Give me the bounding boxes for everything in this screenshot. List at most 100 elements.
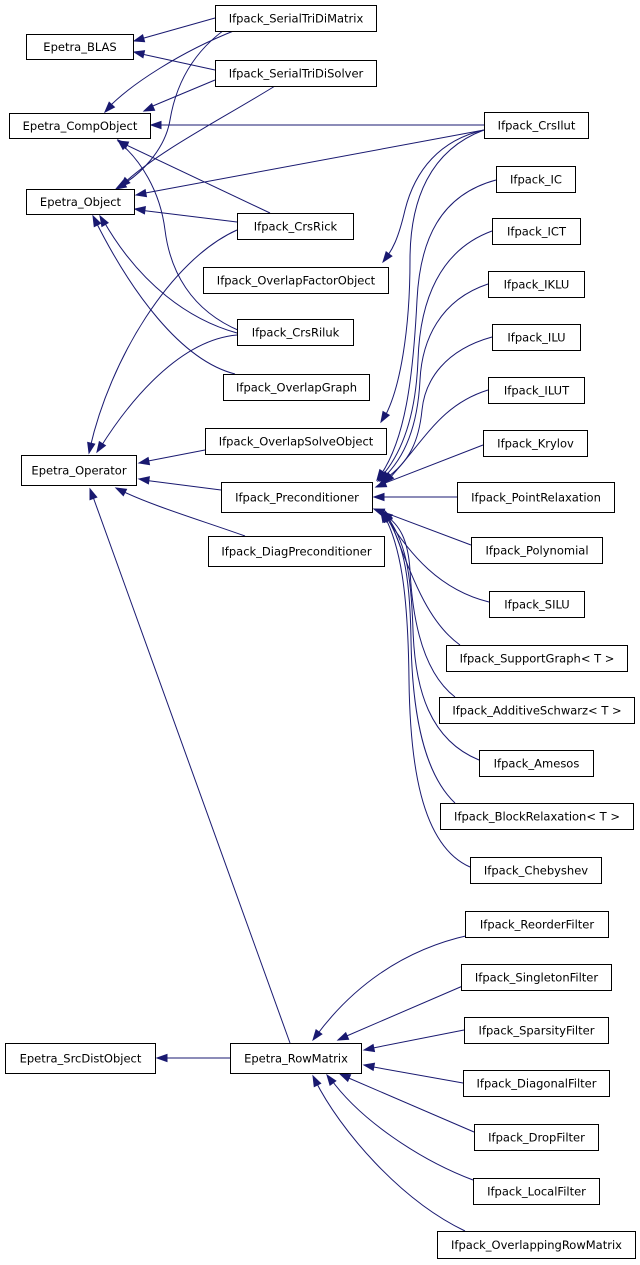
class-node-ifpack-singletonfilter[interactable]: Ifpack_SingletonFilter	[461, 964, 612, 991]
class-node-ifpack-diagonalfilter[interactable]: Ifpack_DiagonalFilter	[463, 1070, 610, 1097]
class-node-ifpack-dropfilter[interactable]: Ifpack_DropFilter	[474, 1124, 599, 1151]
arrowhead-Epetra_RowMatrix	[312, 1028, 323, 1042]
class-node-label: Ifpack_SingletonFilter	[475, 971, 598, 985]
edge-Ifpack_SerialTriDiMatrix-to-Epetra_Object	[119, 21, 237, 187]
class-node-label: Ifpack_CrsIlut	[498, 119, 576, 133]
class-node-label: Epetra_RowMatrix	[244, 1052, 348, 1066]
class-node-label: Ifpack_IC	[510, 173, 562, 187]
class-node-box	[439, 697, 635, 724]
class-node-label: Ifpack_SILU	[504, 598, 569, 612]
class-node-label: Ifpack_DiagonalFilter	[477, 1077, 597, 1091]
class-node-box	[471, 537, 603, 564]
class-node-ifpack-sparsityfilter[interactable]: Ifpack_SparsityFilter	[464, 1017, 609, 1044]
class-node-ifpack-reorderfilter[interactable]: Ifpack_ReorderFilter	[465, 911, 609, 938]
arrowhead-Ifpack_Preconditioner	[372, 492, 385, 502]
class-node-ifpack-crsrick[interactable]: Ifpack_CrsRick	[237, 213, 354, 240]
class-node-ifpack-silu[interactable]: Ifpack_SILU	[489, 591, 585, 618]
arrowhead-Epetra_BLAS	[132, 33, 146, 43]
class-node-ifpack-localfilter[interactable]: Ifpack_LocalFilter	[473, 1178, 600, 1205]
arrowhead-Epetra_RowMatrix	[326, 1073, 337, 1087]
edge-Ifpack_BlockRelaxation-to-Ifpack_Preconditioner	[384, 514, 456, 804]
class-node-box	[208, 536, 385, 567]
arrowhead-Epetra_Operator	[137, 476, 150, 485]
class-node-epetra-blas[interactable]: Epetra_BLAS	[26, 34, 134, 60]
edge-Ifpack_OverlappingRowMatrix-to-Epetra_RowMatrix	[314, 1079, 466, 1232]
class-node-label: Ifpack_LocalFilter	[487, 1185, 586, 1199]
class-node-ifpack-serialtridisolver[interactable]: Ifpack_SerialTriDiSolver	[215, 60, 377, 87]
class-node-ifpack-iklu[interactable]: Ifpack_IKLU	[488, 271, 585, 298]
class-node-box	[221, 482, 373, 513]
class-node-ifpack-ilut[interactable]: Ifpack_ILUT	[488, 377, 585, 404]
class-node-ifpack-preconditioner[interactable]: Ifpack_Preconditioner	[221, 482, 373, 513]
class-node-box	[223, 374, 370, 401]
class-node-ifpack-polynomial[interactable]: Ifpack_Polynomial	[471, 537, 603, 564]
edge-Ifpack_Polynomial-to-Ifpack_Preconditioner	[377, 509, 472, 546]
class-node-label: Ifpack_Amesos	[494, 757, 580, 771]
class-node-label: Ifpack_Krylov	[497, 437, 574, 451]
arrowhead-Epetra_Operator	[137, 456, 151, 466]
class-node-box	[470, 857, 602, 884]
edge-Ifpack_SerialTriDiSolver-to-Epetra_BLAS	[136, 52, 216, 71]
class-node-ifpack-overlapfactorobject[interactable]: Ifpack_OverlapFactorObject	[203, 267, 389, 294]
edge-Ifpack_CrsIlut-to-Epetra_Object	[139, 129, 485, 195]
class-node-epetra-rowmatrix[interactable]: Epetra_RowMatrix	[230, 1043, 362, 1074]
class-node-box	[205, 428, 387, 455]
arrowhead-Epetra_RowMatrix	[362, 1043, 376, 1053]
class-node-label: Ifpack_SerialTriDiMatrix	[229, 12, 364, 26]
class-node-ifpack-overlapgraph[interactable]: Ifpack_OverlapGraph	[223, 374, 370, 401]
class-node-label: Ifpack_CrsRick	[254, 220, 338, 234]
class-node-box	[492, 218, 581, 245]
class-node-ifpack-chebyshev[interactable]: Ifpack_Chebyshev	[470, 857, 602, 884]
class-node-epetra-srcdistobject[interactable]: Epetra_SrcDistObject	[5, 1043, 156, 1074]
class-node-box	[463, 1070, 610, 1097]
class-node-label: Ifpack_OverlappingRowMatrix	[451, 1238, 622, 1252]
class-node-ifpack-crsilut[interactable]: Ifpack_CrsIlut	[484, 112, 589, 139]
class-node-ifpack-ic[interactable]: Ifpack_IC	[496, 166, 576, 193]
class-node-label: Ifpack_ILUT	[504, 384, 570, 398]
class-node-epetra-operator[interactable]: Epetra_Operator	[21, 455, 137, 486]
arrowhead-Ifpack_Preconditioner	[374, 479, 388, 488]
class-node-box	[237, 319, 354, 346]
edge-Ifpack_DiagPreconditioner-to-Epetra_Operator	[119, 489, 246, 537]
edge-Ifpack_OverlapSolveObject-to-Epetra_Operator	[142, 449, 206, 463]
edge-Ifpack_SparsityFilter-to-Epetra_RowMatrix	[367, 1029, 465, 1050]
class-node-box	[492, 324, 581, 351]
class-node-box	[446, 645, 628, 672]
class-node-label: Ifpack_DiagPreconditioner	[221, 545, 371, 559]
class-node-box	[488, 271, 585, 298]
class-node-ifpack-pointrelaxation[interactable]: Ifpack_PointRelaxation	[457, 482, 615, 513]
class-node-ifpack-additiveschwarz[interactable]: Ifpack_AdditiveSchwarz< T >	[439, 697, 635, 724]
class-node-ifpack-diagpreconditioner[interactable]: Ifpack_DiagPreconditioner	[208, 536, 385, 567]
class-node-ifpack-krylov[interactable]: Ifpack_Krylov	[483, 430, 588, 457]
class-node-ifpack-ict[interactable]: Ifpack_ICT	[492, 218, 581, 245]
class-node-box	[484, 112, 589, 139]
class-node-box	[237, 213, 354, 240]
class-node-ifpack-crsriluk[interactable]: Ifpack_CrsRiluk	[237, 319, 354, 346]
edge-Ifpack_CrsRiluk-to-Epetra_CompObject	[119, 142, 241, 332]
class-node-epetra-compobject[interactable]: Epetra_CompObject	[9, 113, 151, 139]
edge-Ifpack_CrsRiluk-to-Epetra_Object	[102, 219, 238, 334]
arrowhead-Epetra_RowMatrix	[336, 1031, 350, 1041]
class-node-box	[457, 482, 615, 513]
nodes-layer: Epetra_BLAS Epetra_CompObjectEpetra_Objec…	[5, 5, 636, 1259]
edge-Ifpack_SupportGraph-to-Ifpack_Preconditioner	[387, 514, 461, 646]
class-node-ifpack-overlapsolveobject[interactable]: Ifpack_OverlapSolveObject	[205, 428, 387, 455]
edge-Ifpack_SerialTriDiSolver-to-Epetra_Object	[122, 85, 276, 185]
edge-Ifpack_AdditiveSchwarz-to-Ifpack_Preconditioner	[384, 514, 456, 698]
class-node-box	[215, 60, 377, 87]
class-node-label: Ifpack_BlockRelaxation< T >	[454, 810, 620, 824]
class-node-ifpack-overlappingrowmatrix[interactable]: Ifpack_OverlappingRowMatrix	[437, 1231, 636, 1259]
class-node-ifpack-ilu[interactable]: Ifpack_ILU	[492, 324, 581, 351]
arrowhead-Epetra_RowMatrix	[362, 1062, 376, 1072]
class-node-label: Epetra_Object	[40, 195, 122, 209]
class-node-box	[464, 1017, 609, 1044]
class-node-ifpack-supportgraph[interactable]: Ifpack_SupportGraph< T >	[446, 645, 628, 672]
class-node-ifpack-serialtridimatrix[interactable]: Ifpack_SerialTriDiMatrix	[215, 5, 377, 32]
arrowhead-Ifpack_Preconditioner	[380, 510, 390, 524]
class-node-epetra-object[interactable]: Epetra_Object	[26, 189, 135, 215]
class-node-label: Ifpack_OverlapGraph	[236, 381, 357, 395]
edge-Ifpack_DiagonalFilter-to-Epetra_RowMatrix	[367, 1065, 464, 1084]
class-node-ifpack-amesos[interactable]: Ifpack_Amesos	[479, 750, 594, 777]
class-node-ifpack-blockrelaxation[interactable]: Ifpack_BlockRelaxation< T >	[440, 803, 634, 830]
class-node-label: Epetra_BLAS	[43, 40, 116, 54]
